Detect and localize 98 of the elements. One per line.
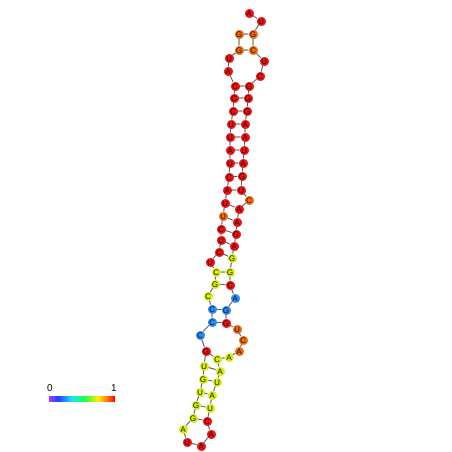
base-pair-line	[237, 110, 243, 112]
nucleotide-circle: G	[234, 46, 244, 54]
nucleotide-circle: A	[208, 390, 216, 400]
nucleotide-circle: U	[226, 132, 234, 142]
nucleotide-circle: U	[226, 158, 234, 168]
backbone-line	[186, 420, 190, 426]
nucleotide-circle: G	[234, 30, 244, 38]
nucleotide-circle: G	[226, 268, 234, 276]
nucleotide-circle: U	[256, 16, 266, 26]
base-pair-line	[216, 308, 222, 310]
backbone-line	[260, 64, 264, 72]
nucleotide-circle: A	[224, 352, 234, 362]
backbone-line	[252, 15, 258, 19]
nucleotide-circle: A	[196, 442, 206, 450]
base-pair-line	[208, 366, 216, 370]
backbone-line	[256, 52, 262, 58]
nucleotide-circle: C	[202, 416, 212, 426]
nucleotide-circle: A	[178, 424, 188, 434]
nucleotide-circle: C	[208, 318, 216, 326]
backbone-line	[212, 254, 216, 260]
nucleotide-circle: U	[232, 324, 242, 334]
nucleotide-circle: A	[244, 8, 254, 18]
nucleotide-circle: U	[218, 212, 228, 220]
backbone-line	[228, 301, 233, 307]
nucleotide-circle: A	[226, 146, 234, 154]
base-pair-line	[219, 284, 226, 286]
nucleotide-circle: G	[222, 318, 230, 328]
nucleotide-circle: C	[212, 268, 220, 276]
nucleotide-circle: A	[234, 346, 244, 356]
nucleotide-circle: C	[244, 196, 254, 204]
nucleotide-circle: G	[228, 254, 236, 262]
nucleotide-circle: U	[196, 388, 204, 396]
backbone-line	[202, 324, 210, 332]
base-pair-line	[216, 322, 222, 324]
backbone-line	[220, 233, 222, 236]
backbone-line	[252, 78, 258, 84]
nucleotide-circle: G	[248, 30, 258, 38]
nucleotide-circle: G	[198, 374, 208, 384]
backbone-line	[238, 38, 240, 46]
nucleotide-circle: C	[216, 224, 226, 234]
nucleotide-circle: A	[238, 158, 248, 168]
nucleotide-circle: A	[240, 120, 250, 128]
nucleotide-circle: C	[230, 94, 238, 102]
nucleotide-circle: C	[226, 280, 234, 290]
nucleotide-circle: C	[208, 304, 216, 314]
nucleotide-circle: C	[230, 82, 240, 90]
nucleotide-circle: C	[228, 106, 238, 116]
backbone-line	[228, 167, 230, 173]
nucleotide-circle: C	[212, 354, 222, 364]
nucleotide-circle: U	[206, 258, 214, 266]
nucleotide-circle: A	[230, 294, 240, 302]
nucleotide-circle: G	[244, 82, 254, 90]
nucleotide-circle: C	[196, 330, 204, 340]
nucleotide-circle: A	[224, 66, 232, 76]
nucleotide-circle: G	[188, 414, 198, 422]
backbone-line	[240, 180, 242, 186]
nucleotide-circle: A	[230, 242, 238, 250]
nucleotide-circle: C	[204, 292, 212, 300]
nucleotide-circle: A	[234, 204, 244, 214]
nucleotide-circle: U	[200, 362, 208, 370]
backbone-line	[242, 202, 246, 206]
base-pair-line	[234, 136, 241, 138]
scale-label: 1	[111, 384, 117, 394]
nucleotide-circle: U	[212, 378, 222, 386]
nucleotide-circle: C	[248, 46, 258, 54]
nucleotide-circle: A	[206, 430, 216, 438]
nucleotide-circle: U	[224, 54, 234, 62]
nucleotide-circle: U	[236, 186, 246, 194]
nucleotide-circle: G	[242, 106, 252, 116]
backbone-line	[203, 436, 209, 444]
nucleotide-circle: G	[232, 230, 240, 238]
nucleotide-circle: A	[232, 218, 242, 226]
backbone-line	[196, 396, 200, 402]
nucleotide-circle: G	[192, 400, 200, 410]
nucleotide-circle: G	[238, 172, 246, 180]
nucleotide-circle: G	[222, 306, 230, 314]
nucleotide-circle: G	[244, 94, 252, 102]
nucleotide-circle: U	[182, 438, 192, 446]
nucleotide-circle: A	[240, 132, 250, 142]
nucleotide-circle: U	[240, 146, 248, 154]
nucleotide-circle: C	[214, 248, 224, 256]
backbone-line	[213, 386, 216, 392]
scale-label: 0	[47, 384, 53, 394]
backbone-line	[210, 287, 214, 293]
nucleotide-circle: U	[206, 404, 214, 412]
nucleotide-circle: G	[202, 346, 210, 356]
nucleotide-circle: U	[226, 120, 236, 128]
backbone-line	[252, 38, 254, 46]
nucleotide-circle: U	[220, 198, 230, 208]
nucleotide-circle: A	[216, 366, 224, 376]
nucleotide-circle: C	[256, 72, 264, 80]
nucleotide-circle: G	[210, 280, 220, 288]
base-pair-line	[224, 230, 232, 234]
nucleotide-circle: C	[224, 172, 234, 182]
nucleotide-circle: A	[222, 186, 232, 194]
nucleotide-circle: U	[260, 56, 268, 66]
nucleotide-circle: C	[238, 336, 248, 344]
nucleotide-circle: U	[216, 236, 226, 244]
